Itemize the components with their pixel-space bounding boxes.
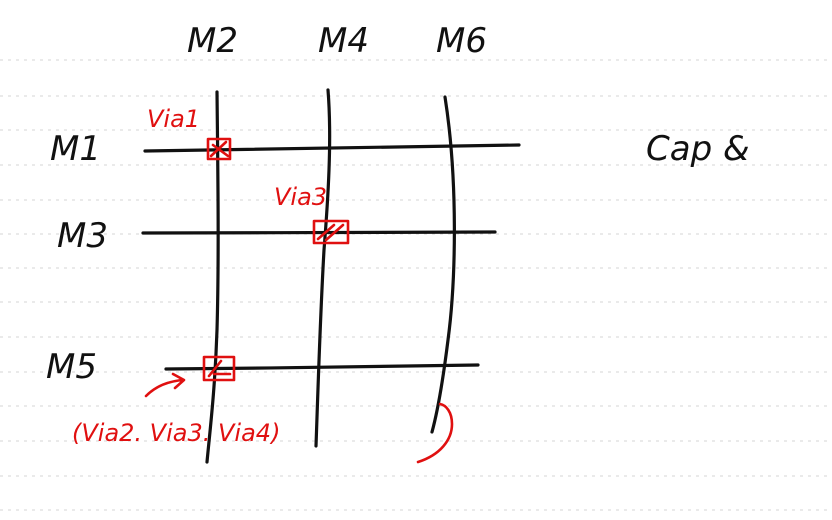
- ruled-lines: [0, 59, 832, 511]
- layer-label-m5: M5: [46, 347, 97, 387]
- via-markers: [202, 137, 350, 382]
- wire-m2: [205, 90, 220, 464]
- horizontal-wires: [141, 143, 521, 371]
- layer-label-m3: M3: [57, 216, 108, 256]
- layer-label-m2: M2: [187, 21, 238, 61]
- via1-label: Via1: [147, 105, 200, 133]
- wire-m6: [430, 95, 456, 434]
- vertical-wires: [205, 88, 456, 464]
- via1-marker: [206, 137, 232, 161]
- layer-label-m1: M1: [50, 129, 101, 169]
- layer-label-m4: M4: [318, 21, 369, 61]
- note-bracket: [416, 402, 454, 464]
- stacked-via-note: (Via2. Via3. Via4): [72, 419, 280, 447]
- wire-m1: [143, 143, 521, 153]
- via3-label: Via3: [274, 183, 327, 211]
- layer-label-m6: M6: [436, 21, 487, 61]
- via3-marker: [312, 219, 350, 245]
- stacked-via-marker: [202, 355, 236, 382]
- wire-m5: [164, 363, 480, 371]
- wire-m3: [141, 230, 497, 235]
- cap-note: Cap &: [646, 129, 749, 169]
- wire-m4: [314, 88, 332, 448]
- arrow-icon: [144, 372, 186, 398]
